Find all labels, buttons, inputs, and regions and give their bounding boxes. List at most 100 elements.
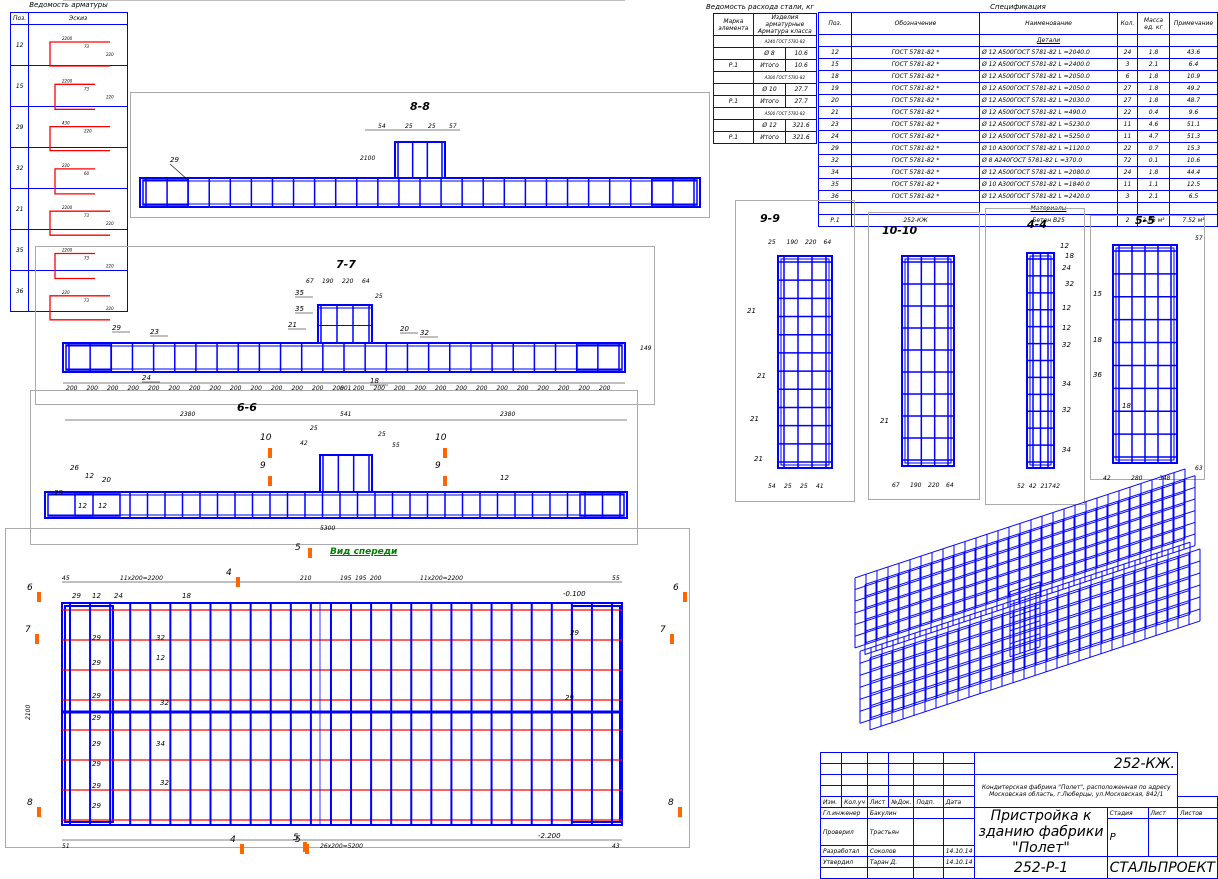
dimension-text: 25	[768, 239, 776, 246]
stage-value: Р	[1106, 818, 1149, 857]
bar-sketch	[28, 270, 128, 312]
rebar-outline	[576, 344, 623, 371]
bar-shape	[54, 252, 95, 280]
dimension-text: 42	[300, 440, 308, 447]
bar-dim: 2200	[62, 36, 73, 41]
position-label: 32	[160, 779, 169, 787]
position-label: 29	[92, 760, 101, 768]
bar-pos: 35	[9, 229, 30, 271]
cut-label: 5	[295, 835, 301, 845]
position-label: 29	[570, 629, 579, 637]
dimension-text: 54	[378, 123, 386, 130]
dimension-text: 42	[1029, 483, 1037, 490]
cut-marker	[443, 448, 447, 458]
level-mark: -2.200	[538, 832, 561, 840]
bar-shape	[49, 295, 110, 321]
dimension-text: 200	[312, 385, 324, 392]
tb-person: Бакулин	[866, 807, 915, 819]
bar-dim: 220	[106, 306, 114, 311]
position-label: 24	[142, 374, 151, 382]
rebar-line	[860, 613, 1190, 724]
rebar-line	[855, 503, 1185, 614]
dimension-text: 200	[579, 385, 591, 392]
bar-dim: 430	[62, 121, 70, 126]
dimension-text: 190	[787, 239, 799, 246]
position-label: 21	[880, 417, 889, 425]
dimension-text: 200	[107, 385, 119, 392]
dimension-text: 200	[66, 385, 78, 392]
dimension-text: 200	[370, 575, 382, 582]
position-label: 29	[92, 782, 101, 790]
view-6-6-title: 6-6	[237, 401, 257, 414]
cut-marker	[443, 476, 447, 486]
spec-cell: Бетон В25	[979, 214, 1118, 227]
rebar-line	[1010, 633, 1040, 645]
dimension-text: 280	[1131, 475, 1143, 482]
position-label: 21	[754, 455, 763, 463]
dimension-text: 200	[476, 385, 488, 392]
section-9-9-title: 9-9	[760, 212, 780, 225]
tb-person: Соколов	[866, 845, 915, 857]
dimension-text: 63	[1195, 465, 1203, 472]
bar-dim: 2200	[62, 78, 73, 83]
dimension-text: 26х200=5200	[320, 843, 363, 850]
cut-marker	[308, 548, 312, 558]
position-label: 32	[156, 634, 165, 642]
rebar-outline	[394, 141, 446, 179]
bar-dim: 2200	[62, 248, 73, 253]
dimension-text: 57	[1195, 235, 1203, 242]
dimension-text: 2100	[360, 155, 375, 162]
cut-marker	[305, 844, 309, 854]
rebar-line	[865, 486, 1195, 597]
rebar-line	[855, 526, 1185, 637]
rebar-line	[1010, 620, 1040, 632]
dimension-text: 210	[300, 575, 312, 582]
bar-pos: 36	[9, 270, 30, 312]
tb-person: Трастьян	[866, 818, 915, 846]
dimension-text: 25	[428, 123, 436, 130]
spec-cell: 51.1	[1169, 118, 1218, 131]
cut-label: 4	[230, 835, 236, 845]
tb-col-header: Изм.	[819, 796, 843, 808]
steel-mark: Р.1	[713, 131, 754, 144]
position-label: 26	[70, 464, 79, 472]
dimension-text: 200	[189, 385, 201, 392]
dimension-text: 200	[353, 385, 365, 392]
position-label: 21	[750, 415, 759, 423]
dimension-text: 200	[333, 385, 345, 392]
dimension-text: 42	[1103, 475, 1111, 482]
bar-dim: 220	[106, 264, 114, 269]
cut-label: 6	[27, 583, 33, 593]
dimension-text: 55	[612, 575, 620, 582]
rebar-line	[870, 620, 1200, 731]
position-label: 18	[1065, 252, 1074, 260]
dimension-text: 200	[435, 385, 447, 392]
dimension-text: 200	[210, 385, 222, 392]
section-9-9-frame	[735, 200, 855, 502]
height-dimension: 2100	[25, 705, 32, 720]
section-5-5-title: 5-5	[1135, 214, 1155, 227]
cut-marker	[240, 844, 244, 854]
bar-dim: 220	[106, 52, 114, 57]
dimension-text: 64	[362, 278, 370, 285]
title-block: 252-КЖ. Кондитерская фабрика "Полет", ра…	[819, 752, 1218, 879]
position-label: 35	[295, 305, 304, 313]
dimension-text: 25	[310, 425, 318, 432]
position-label: 20	[102, 476, 111, 484]
rebar-line	[860, 541, 1190, 652]
position-label: 12	[85, 472, 94, 480]
dimension-text: 220	[805, 239, 817, 246]
section-10-10-title: 10-10	[882, 224, 918, 237]
dimension-text: 801	[340, 385, 351, 392]
company-name: СТАЛЬПРОЕКТ	[1106, 856, 1218, 879]
front-view-title: Вид спереди	[330, 547, 398, 557]
dimension-text: 64	[946, 482, 954, 489]
position-label: 29	[92, 692, 101, 700]
position-label: 24	[1062, 264, 1071, 272]
bar-schedule-title: Ведомость арматуры	[29, 1, 108, 9]
position-label: 36	[1093, 371, 1102, 379]
position-label: 23	[150, 328, 159, 336]
